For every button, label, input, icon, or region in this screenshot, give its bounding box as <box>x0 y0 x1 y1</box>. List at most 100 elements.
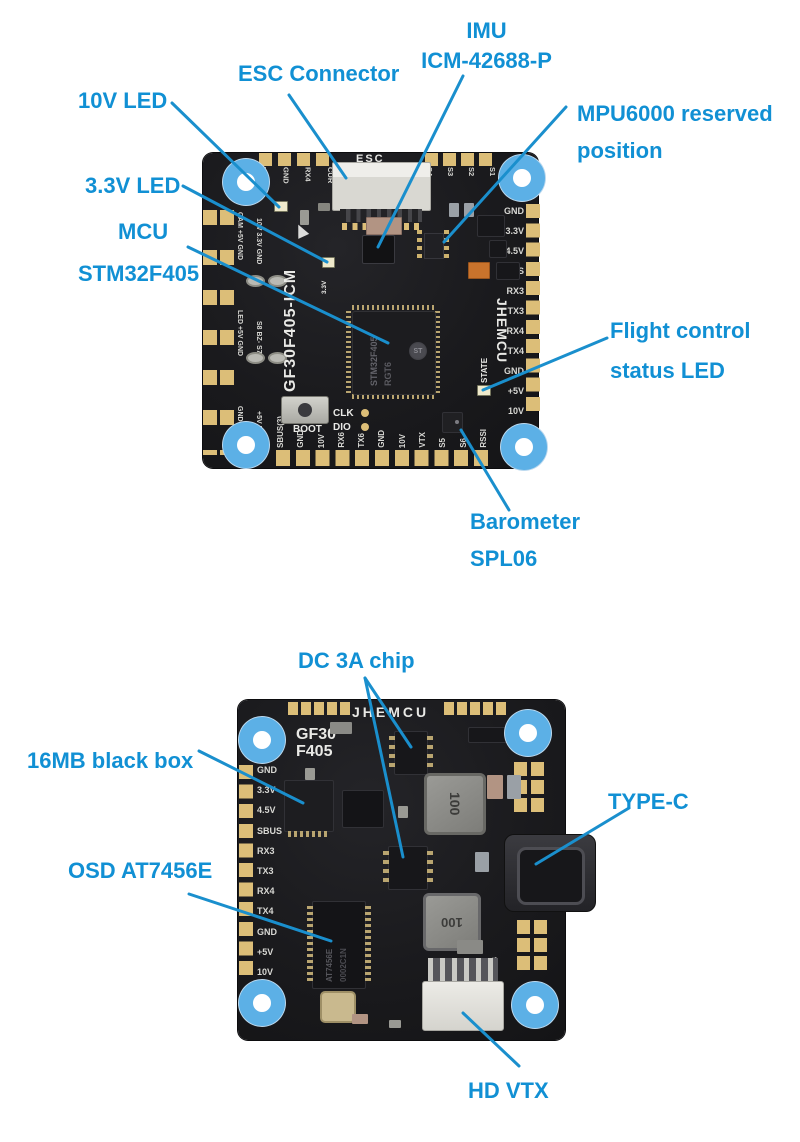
type-c-port <box>504 834 596 912</box>
chip-pins <box>365 906 371 984</box>
clk-pad <box>361 409 369 417</box>
chip-pins <box>427 851 433 885</box>
smd-component <box>449 203 459 217</box>
label-imu-line2: ICM-42688-P <box>421 48 552 73</box>
smd-component <box>477 215 505 237</box>
leader-osd <box>187 892 333 943</box>
smd-component <box>330 722 352 734</box>
smd-component <box>507 775 521 799</box>
pin-label: TX4 <box>257 906 274 917</box>
right-pad-grid <box>517 920 530 972</box>
hd-vtx-connector <box>422 981 504 1031</box>
pin-label: S3 <box>446 167 455 177</box>
st-logo: ST <box>409 342 427 360</box>
label-mcu-line1: MCU <box>118 219 169 244</box>
leader-type-c <box>534 806 631 866</box>
barometer-vent <box>455 420 459 424</box>
label-baro-line2: SPL06 <box>470 546 538 571</box>
pin-label: RX4 <box>303 167 313 182</box>
mcu-pins <box>352 394 434 399</box>
imu-chip <box>362 235 395 264</box>
dio-pad <box>361 423 369 431</box>
mounting-grommet <box>501 424 547 470</box>
flash-16mb-chip <box>284 780 334 837</box>
top-pads-left <box>288 702 350 715</box>
via-pad <box>246 352 265 364</box>
via-pad <box>268 275 287 287</box>
pin-label: RX3 <box>257 845 275 856</box>
barometer-chip <box>442 412 463 433</box>
osd-chip: AT7456E 0002C1N <box>307 901 371 989</box>
top-pads-right <box>444 702 506 715</box>
pin-label: TX4 <box>507 346 524 356</box>
left-pads-col1 <box>203 210 217 455</box>
mounting-grommet <box>505 710 551 756</box>
pin-label: 4.5V <box>257 805 276 816</box>
pin-label: TX3 <box>257 865 274 876</box>
pin-label: RX4 <box>506 326 524 336</box>
pin-label: 10V <box>507 406 524 416</box>
pin-label: GND <box>257 765 277 775</box>
label-10v-led: 10V LED <box>78 88 168 113</box>
leader-esc-connector <box>287 93 348 180</box>
top-left-pads <box>259 153 335 166</box>
pin-label: CAM +5V GND <box>236 212 243 261</box>
smd-component <box>318 203 330 211</box>
dc-3a-chip-2 <box>383 846 433 890</box>
smd-component <box>475 852 489 872</box>
label-baro-line1: Barometer <box>470 509 581 534</box>
chip-pins <box>389 736 395 770</box>
pin-label: S2 <box>467 167 476 177</box>
pin-label: S8 BZ- S7 <box>255 321 262 355</box>
footprint-pads <box>444 230 449 260</box>
pin-label: GND <box>504 366 524 376</box>
label-type-c: TYPE-C <box>608 789 689 814</box>
chip-pins <box>288 831 330 837</box>
pin-label: 10V <box>257 966 274 977</box>
pin-label: CUR <box>325 167 335 184</box>
led-3v3 <box>322 257 335 268</box>
label-mpu-line1: MPU6000 reserved <box>577 101 773 126</box>
leader-3v3-led <box>181 184 329 264</box>
mcu-pins <box>346 311 351 393</box>
pin-label: 3.3V <box>505 226 524 236</box>
mounting-grommet <box>512 982 558 1028</box>
pin-label: +5V <box>507 386 524 396</box>
pin-label: 3.3V <box>257 785 276 796</box>
leader-10v-led <box>170 101 281 209</box>
dio-silk: DIO <box>333 422 351 433</box>
smd-component <box>398 806 408 818</box>
left-pads-col2 <box>220 210 234 455</box>
leader-mpu6000 <box>442 105 568 244</box>
leader-flight-led <box>481 336 609 392</box>
dc-3a-chip-1 <box>389 731 433 775</box>
right-pad-grid <box>534 920 547 972</box>
mcu-pins <box>352 305 434 310</box>
label-hd-vtx: HD VTX <box>468 1078 549 1103</box>
chip-pins <box>427 736 433 770</box>
brand-silk: JHEMCU <box>494 298 510 364</box>
left-pads <box>239 765 253 980</box>
label-3v3-led: 3.3V LED <box>85 173 181 198</box>
leader-mcu <box>186 245 390 345</box>
model-silk-line2: F405 <box>296 743 333 760</box>
pin-label: GND <box>257 926 277 937</box>
label-osd: OSD AT7456E <box>68 858 213 883</box>
label-flight-line1: Flight control <box>610 318 751 343</box>
mcu-body: STM32F405 RGT6 ST <box>352 311 436 395</box>
label-imu-line1: IMU <box>466 18 507 43</box>
inductor-1: 100 <box>424 773 486 835</box>
pin-label: GND <box>504 206 524 216</box>
chip-pins <box>383 851 389 885</box>
mpu6000-reserved-footprint <box>417 228 449 262</box>
footprint-pads <box>417 230 422 260</box>
pin-label: S1 <box>488 167 497 177</box>
smd-component <box>468 262 490 279</box>
smd-component <box>389 1020 401 1028</box>
boot-button <box>281 396 329 424</box>
smd-component <box>300 210 309 225</box>
label-dc-chip: DC 3A chip <box>298 648 415 673</box>
